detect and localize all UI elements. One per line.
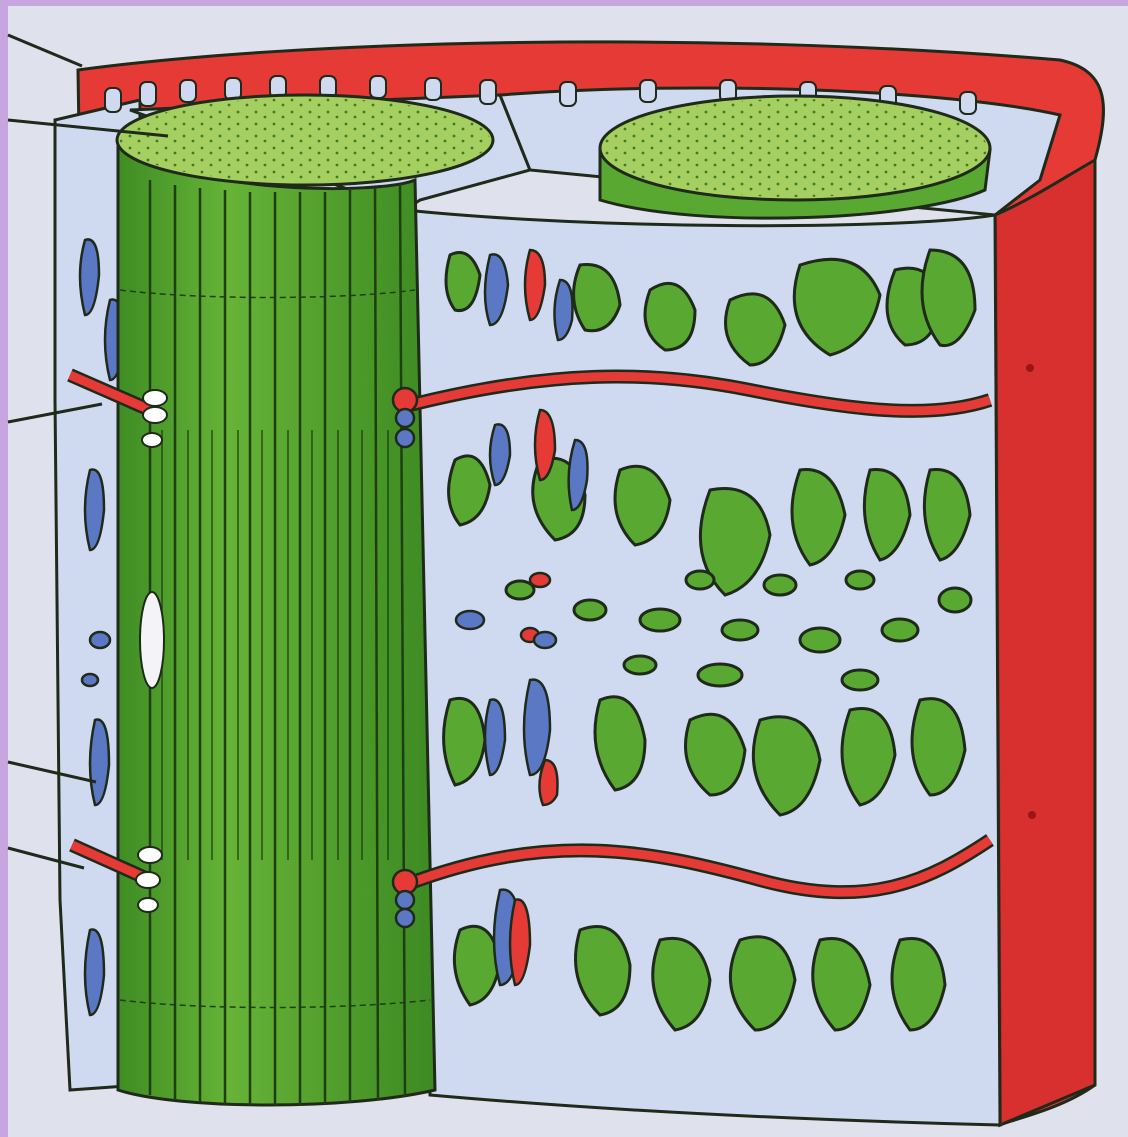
frame-top — [0, 0, 1128, 6]
frame-left — [0, 0, 8, 1137]
nucleus — [140, 592, 164, 688]
second-myofibril-end — [600, 96, 990, 218]
